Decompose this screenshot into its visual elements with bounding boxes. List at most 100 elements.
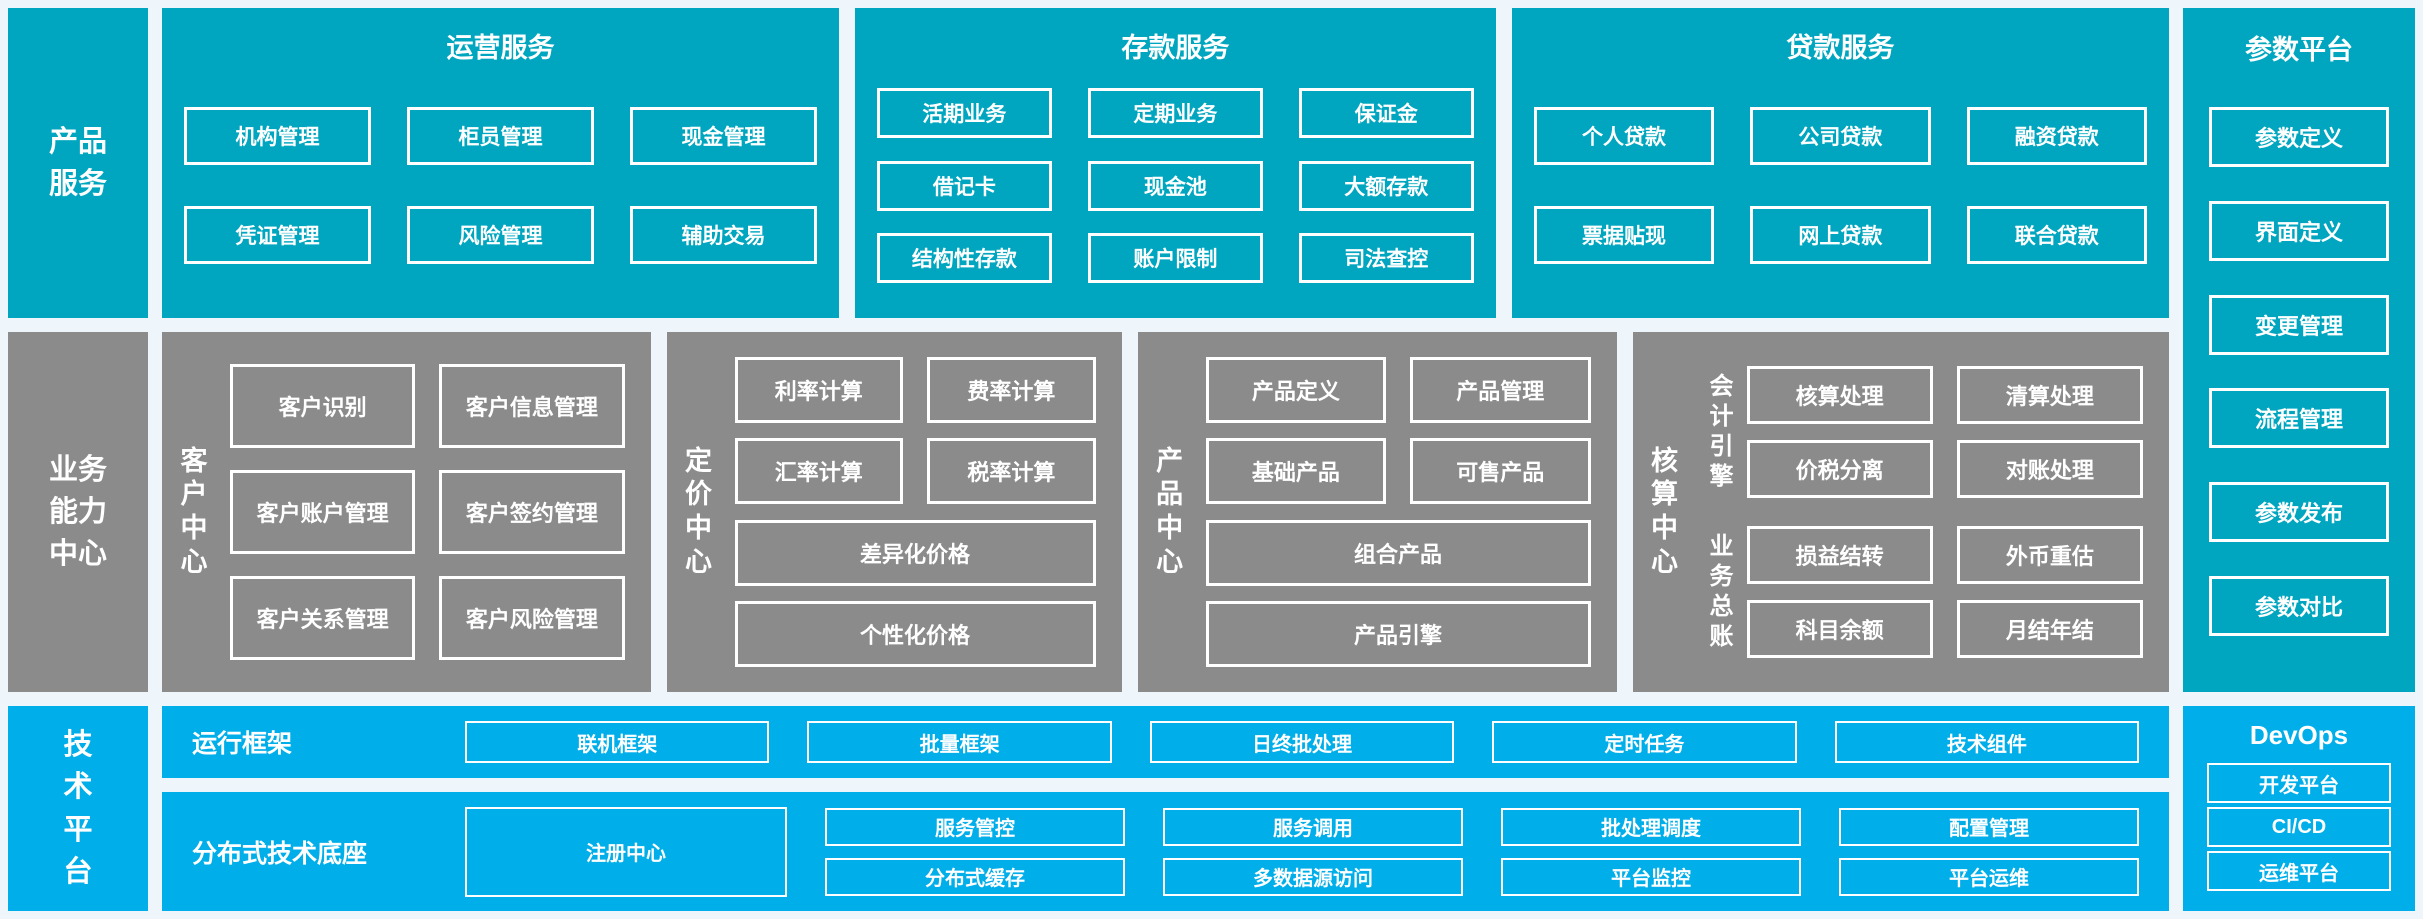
capability-box-wide: 产品引擎 — [1205, 600, 1591, 667]
rail-product-services: 产品 服务 — [8, 8, 148, 318]
param-box: 参数定义 — [2209, 106, 2389, 167]
capability-box: 科目余额 — [1746, 600, 1933, 658]
panel-operations-services: 运营服务 机构管理 柜员管理 现金管理 凭证管理 风险管理 辅助交易 — [162, 8, 839, 318]
param-box: 界面定义 — [2209, 200, 2389, 261]
registry-center-box: 注册中心 — [465, 806, 787, 897]
panel-title: 贷款服务 — [1786, 33, 1895, 63]
capability-box: 客户关系管理 — [230, 576, 416, 660]
tech-box: 分布式缓存 — [825, 857, 1125, 896]
capability-box: 可售产品 — [1410, 438, 1591, 505]
panel-title: 参数平台 — [2245, 35, 2353, 65]
capability-box: 利率计算 — [734, 357, 904, 424]
capability-box: 外币重估 — [1956, 526, 2144, 584]
capability-box: 基础产品 — [1205, 438, 1387, 505]
tech-box: 定时任务 — [1492, 721, 1797, 763]
rail-business-capability-center: 业务 能力 中心 — [8, 332, 148, 692]
capability-box: 核算处理 — [1746, 366, 1933, 424]
param-box: 流程管理 — [2209, 388, 2389, 449]
capability-box: 客户签约管理 — [439, 470, 625, 554]
tech-box: 联机框架 — [465, 721, 770, 763]
service-box: 活期业务 — [876, 87, 1052, 138]
panel-loan-services: 贷款服务 个人贷款 公司贷款 融资贷款 票据贴现 网上贷款 联合贷款 — [1511, 8, 2169, 318]
devops-box: 开发平台 — [2207, 763, 2391, 803]
service-box: 个人贷款 — [1533, 106, 1715, 165]
capability-box: 对账处理 — [1956, 440, 2144, 498]
panel-title: 运营服务 — [446, 33, 555, 63]
group-vertical-label: 业 务 总 账 — [1709, 533, 1734, 650]
service-box: 结构性存款 — [876, 233, 1052, 284]
service-box: 借记卡 — [876, 160, 1052, 211]
tech-box: 日终批处理 — [1149, 721, 1455, 763]
capability-box: 产品定义 — [1205, 357, 1387, 424]
accounting-engine-group: 会 计 引 擎 核算处理 清算处理 价税分离 对账处理 — [1697, 366, 2144, 498]
capability-box: 税率计算 — [927, 438, 1096, 505]
strip-label: 运行框架 — [192, 730, 293, 758]
panel-parameter-platform: 参数平台 参数定义 界面定义 变更管理 流程管理 参数发布 参数对比 — [2183, 8, 2415, 692]
panel-accounting-center: 核 算 中 心 会 计 引 擎 核算处理 清算处理 价税分离 对账处理 — [1632, 332, 2169, 692]
service-box: 辅助交易 — [629, 206, 817, 265]
service-box: 司法查控 — [1298, 233, 1474, 284]
capability-box: 客户账户管理 — [230, 470, 416, 554]
panel-pricing-center: 定 价 中 心 利率计算 费率计算 汇率计算 税率计算 差异化价格 个性化价格 — [666, 332, 1122, 692]
devops-box: CI/CD — [2207, 807, 2391, 847]
panel-vertical-label: 定 价 中 心 — [685, 445, 713, 577]
param-box: 参数发布 — [2209, 482, 2389, 543]
band-technology-platform: 运行框架 联机框架 批量框架 日终批处理 定时任务 技术组件 分布式技术底座 注… — [162, 706, 2169, 911]
capability-box: 损益结转 — [1746, 526, 1933, 584]
service-box: 联合贷款 — [1966, 206, 2147, 265]
group-vertical-label: 会 计 引 擎 — [1709, 373, 1734, 490]
panel-runtime-framework: 运行框架 联机框架 批量框架 日终批处理 定时任务 技术组件 — [162, 706, 2169, 778]
panel-vertical-label: 产 品 中 心 — [1156, 445, 1184, 577]
capability-box: 客户信息管理 — [439, 364, 625, 448]
service-box: 现金池 — [1087, 160, 1263, 211]
strip-label: 分布式技术底座 — [192, 839, 368, 868]
service-box: 定期业务 — [1087, 87, 1263, 138]
capability-box-wide: 个性化价格 — [734, 600, 1096, 667]
service-box: 风险管理 — [406, 206, 594, 265]
param-box: 参数对比 — [2209, 576, 2389, 637]
panel-deposit-services: 存款服务 活期业务 定期业务 保证金 借记卡 现金池 大额存款 结构性存款 账户… — [854, 8, 1496, 318]
band-product-services: 运营服务 机构管理 柜员管理 现金管理 凭证管理 风险管理 辅助交易 存款服务 … — [162, 8, 2169, 318]
tech-box: 技术组件 — [1834, 721, 2140, 763]
panel-vertical-label: 客 户 中 心 — [180, 445, 208, 577]
tech-box: 配置管理 — [1839, 807, 2139, 846]
param-box: 变更管理 — [2209, 294, 2389, 355]
tech-box: 批处理调度 — [1501, 807, 1801, 846]
service-box: 柜员管理 — [406, 106, 594, 165]
capability-box: 汇率计算 — [734, 438, 904, 505]
service-box: 票据贴现 — [1533, 206, 1715, 265]
tech-box: 批量框架 — [807, 721, 1112, 763]
tech-box: 平台运维 — [1839, 857, 2139, 896]
panel-title: DevOps — [2249, 720, 2349, 750]
panel-customer-center: 客 户 中 心 客户识别 客户信息管理 客户账户管理 客户签约管理 客户关系管理… — [162, 332, 651, 692]
panel-devops: DevOps 开发平台 CI/CD 运维平台 — [2183, 706, 2415, 911]
tech-box: 服务调用 — [1163, 807, 1463, 846]
panel-product-center: 产 品 中 心 产品定义 产品管理 基础产品 可售产品 组合产品 产品引擎 — [1137, 332, 1617, 692]
band-business-capability: 客 户 中 心 客户识别 客户信息管理 客户账户管理 客户签约管理 客户关系管理… — [162, 332, 2169, 692]
capability-box: 价税分离 — [1746, 440, 1933, 498]
service-box: 网上贷款 — [1750, 206, 1931, 265]
business-ledger-group: 业 务 总 账 损益结转 外币重估 科目余额 月结年结 — [1697, 526, 2144, 658]
capability-box: 月结年结 — [1956, 600, 2144, 658]
service-box: 公司贷款 — [1750, 106, 1931, 165]
service-box: 现金管理 — [629, 106, 817, 165]
service-box: 融资贷款 — [1966, 106, 2147, 165]
capability-box-wide: 差异化价格 — [734, 519, 1096, 586]
capability-box: 客户识别 — [230, 364, 416, 448]
service-box: 凭证管理 — [184, 206, 371, 265]
service-box: 保证金 — [1298, 87, 1474, 138]
rail-technology-platform: 技 术 平 台 — [8, 706, 148, 911]
capability-box-wide: 组合产品 — [1205, 519, 1591, 586]
tech-box: 多数据源访问 — [1163, 857, 1463, 896]
capability-box: 清算处理 — [1956, 366, 2144, 424]
panel-distributed-tech-base: 分布式技术底座 注册中心 服务管控 分布式缓存 服务调用 多数据源访问 批处理调… — [162, 792, 2169, 911]
service-box: 账户限制 — [1087, 233, 1263, 284]
capability-box: 客户风险管理 — [439, 576, 625, 660]
panel-title: 存款服务 — [1121, 33, 1230, 63]
panel-vertical-label: 核 算 中 心 — [1651, 445, 1679, 577]
tech-box: 服务管控 — [825, 807, 1125, 846]
service-box: 大额存款 — [1298, 160, 1474, 211]
capability-box: 产品管理 — [1410, 357, 1591, 424]
service-box: 机构管理 — [184, 106, 371, 165]
